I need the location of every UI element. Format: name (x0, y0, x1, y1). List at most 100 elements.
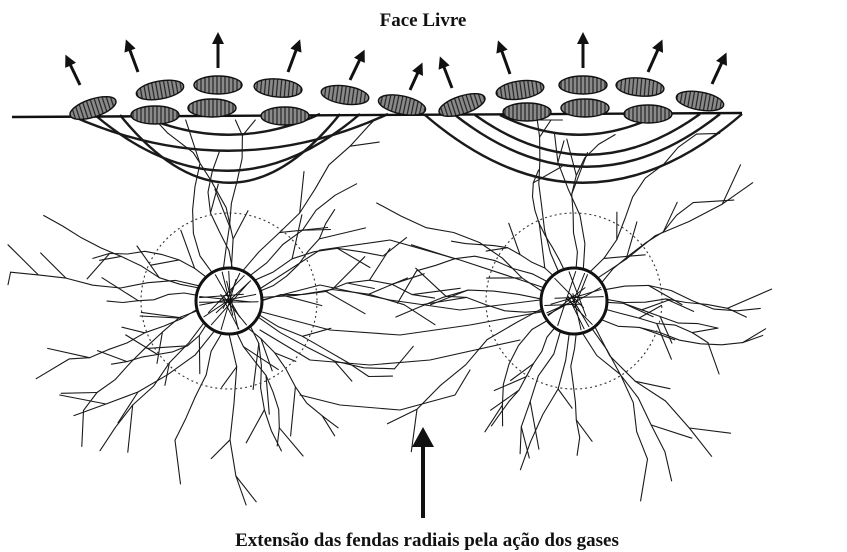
radial-crack-2-16 (417, 256, 550, 283)
crack-branch-1-7-4 (236, 476, 256, 502)
crack-branch-2-22-8 (697, 133, 720, 134)
radial-crack-1-15 (44, 216, 202, 289)
crack-branch-1-16-6 (8, 245, 38, 275)
rock-fragment-8 (188, 99, 236, 117)
crack-branch-1-21-3 (211, 184, 219, 213)
crack-branch-1-12-7 (82, 410, 84, 446)
radial-crack-2-7 (571, 331, 580, 455)
radial-crack-1-20 (168, 133, 233, 271)
stress-arc-2-1 (425, 114, 742, 183)
crack-branch-1-16-7 (8, 272, 11, 285)
rock-fragment-3 (194, 76, 242, 94)
stress-arcs (70, 114, 742, 183)
gas-action-arrow (412, 427, 434, 518)
radial-crack-2-10 (491, 326, 556, 426)
radial-crack-2-4 (593, 324, 711, 456)
crack-branch-1-13-3 (122, 327, 145, 333)
crack-branch-2-18-6 (540, 120, 551, 137)
crack-branch-2-24-6 (693, 200, 734, 203)
crack-branch-1-19-2 (215, 189, 230, 226)
crack-branch-2-2-3 (657, 324, 672, 360)
crack-branch-2-4-4 (689, 428, 730, 433)
stress-arc-2-2 (455, 114, 720, 167)
crack-branch-2-16-7 (398, 271, 417, 303)
radial-crack-2-2 (603, 309, 708, 343)
crack-branch-2-20-5 (567, 139, 577, 175)
radial-crack-1-23 (248, 184, 357, 278)
rock-fragment-1 (67, 92, 118, 124)
crack-branch-1-8-5 (175, 440, 181, 484)
ejection-arrow-1 (68, 60, 80, 85)
rock-fragment-7 (131, 106, 179, 124)
rock-fragment-10 (436, 89, 487, 121)
rock-fragment-4 (253, 77, 302, 99)
crack-branch-1-16-5 (41, 253, 66, 278)
radial-crack-2-6 (581, 330, 672, 481)
radial-crack-2-9 (520, 328, 561, 454)
ejection-arrow-10 (648, 45, 660, 72)
crack-branch-1-1-7 (412, 288, 460, 294)
crack-branch-1-7-1 (222, 367, 237, 388)
caption-extensao-fendas: Extensão das fendas radiais pela ação do… (235, 530, 619, 551)
crack-branch-1-4-1 (253, 343, 259, 389)
radial-cracks (8, 120, 772, 505)
crack-branch-1-9-4 (60, 395, 106, 404)
crack-branch-1-15-2 (137, 246, 159, 278)
crack-branch-1-5-6 (322, 416, 335, 436)
rock-fragment-11 (495, 78, 545, 103)
ejection-arrow-5 (350, 55, 362, 80)
rock-fragment-16 (561, 99, 609, 117)
crack-branch-1-10-1 (199, 336, 200, 374)
crack-branch-1-23-3 (303, 230, 331, 231)
crack-branch-1-15-4 (100, 256, 122, 260)
crack-branch-1-5-4 (291, 387, 296, 436)
rock-fragment-14 (675, 88, 725, 114)
ejection-arrow-8 (500, 46, 510, 74)
crack-branch-2-20-4 (572, 153, 588, 195)
crack-branch-1-3-5 (395, 346, 414, 369)
crack-branch-1-18-5 (186, 120, 200, 164)
rock-fragment-15 (503, 103, 551, 121)
rock-fragment-17 (624, 105, 672, 123)
rock-fragment-5 (320, 83, 370, 108)
crack-branch-1-5-1 (261, 339, 272, 371)
radial-crack-2-8 (520, 331, 569, 470)
rock-fragments (67, 76, 725, 125)
radial-crack-1-14 (107, 293, 199, 303)
rock-fragment-12 (559, 76, 607, 94)
radial-crack-2-18 (537, 120, 560, 275)
crack-branch-1-4-4 (246, 410, 264, 443)
radial-crack-2-5 (590, 326, 647, 459)
crack-branch-1-1-3 (326, 291, 365, 313)
crack-branch-2-5-5 (641, 459, 648, 501)
crack-branch-2-11-5 (485, 405, 503, 432)
title-face-livre: Face Livre (380, 10, 467, 31)
radial-crack-2-3 (598, 319, 762, 345)
crack-branch-2-22-1 (604, 255, 645, 259)
crack-branch-1-26-2 (332, 257, 365, 290)
radial-crack-2-13 (387, 307, 544, 424)
crack-branch-1-9-3 (118, 392, 138, 423)
radial-crack-2-11 (502, 319, 550, 426)
radial-crack-1-24 (252, 248, 383, 281)
ejection-arrow-2 (128, 45, 138, 72)
radial-crack-1-11 (100, 320, 206, 451)
crack-branch-1-14-4 (102, 278, 138, 301)
crack-branch-2-10-4 (494, 377, 526, 391)
rock-fragment-13 (615, 76, 664, 98)
crack-branch-1-22-6 (350, 142, 379, 146)
radial-crack-1-7 (228, 331, 246, 505)
crack-branch-1-11-4 (128, 405, 133, 452)
radial-crack-1-5 (245, 326, 338, 428)
radial-crack-2-22 (588, 134, 697, 274)
ejection-arrow-6 (410, 68, 420, 90)
crack-branch-2-2-5 (692, 328, 718, 333)
radial-crack-2-25 (602, 285, 760, 310)
crack-branch-1-17-2 (151, 260, 179, 265)
crack-branch-1-13-6 (48, 348, 90, 357)
crack-branch-2-26-6 (728, 289, 772, 308)
radial-crack-1-2 (256, 313, 368, 376)
crack-branch-2-26-3 (666, 299, 694, 312)
crack-branch-1-26-3 (369, 278, 408, 294)
